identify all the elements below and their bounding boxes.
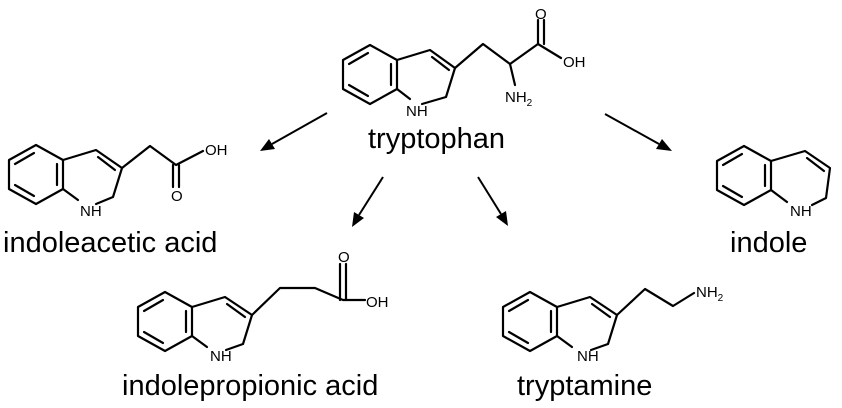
tryptamine-side-chain bbox=[615, 287, 696, 317]
tryptamine-indole-ring bbox=[501, 290, 619, 353]
indoleacetic-acid-side-chain bbox=[120, 144, 205, 189]
indolepropionic-acid-structure: NH O OH indolepropionic acid bbox=[122, 249, 389, 402]
indolepropionic-acid-hydroxyl-label: OH bbox=[366, 294, 389, 311]
tryptamine-amine-label: NH2 bbox=[696, 284, 724, 304]
tryptophan-indole-ring bbox=[341, 43, 457, 106]
indolepropionic-acid-carbonyl-o-label: O bbox=[338, 249, 350, 266]
tryptophan-hydroxyl-label: OH bbox=[563, 54, 586, 71]
indolepropionic-acid-name: indolepropionic acid bbox=[122, 370, 378, 402]
arrow-to-indole bbox=[604, 113, 672, 151]
indole-ring bbox=[715, 144, 832, 207]
indoleacetic-acid-carbonyl-o-label: O bbox=[171, 188, 183, 205]
tryptamine-nh-label: NH bbox=[577, 348, 599, 365]
indoleacetic-acid-nh-label: NH bbox=[80, 203, 102, 220]
tryptophan-side-chain bbox=[453, 18, 563, 87]
indoleacetic-acid-name: indoleacetic acid bbox=[3, 227, 217, 259]
tryptophan-nh-label: NH bbox=[406, 103, 428, 120]
tryptamine-name: tryptamine bbox=[517, 370, 652, 402]
indoleacetic-acid-hydroxyl-label: OH bbox=[205, 142, 228, 159]
tryptophan-amine-label: NH2 bbox=[505, 89, 533, 109]
indolepropionic-acid-nh-label: NH bbox=[210, 348, 232, 365]
tryptophan-name: tryptophan bbox=[368, 123, 505, 155]
indolepropionic-acid-side-chain bbox=[250, 262, 367, 317]
indole-structure: NH indole bbox=[715, 144, 832, 259]
indole-name: indole bbox=[730, 227, 807, 259]
indoleacetic-acid-indole-ring bbox=[7, 143, 124, 206]
indolepropionic-acid-indole-ring bbox=[136, 290, 254, 353]
arrow-to-indolepropionic-acid bbox=[352, 176, 384, 227]
tryptophan-carbonyl-o-label: O bbox=[535, 6, 547, 23]
arrow-to-tryptamine bbox=[477, 176, 508, 226]
indoleacetic-acid-structure: NH OH O indoleacetic acid bbox=[3, 142, 228, 259]
arrow-to-indoleacetic-acid bbox=[260, 112, 328, 151]
indole-nh-label: NH bbox=[790, 203, 812, 220]
tryptophan-structure: NH O OH NH2 tryptophan bbox=[341, 6, 586, 155]
tryptamine-structure: NH NH2 tryptamine bbox=[501, 284, 724, 402]
